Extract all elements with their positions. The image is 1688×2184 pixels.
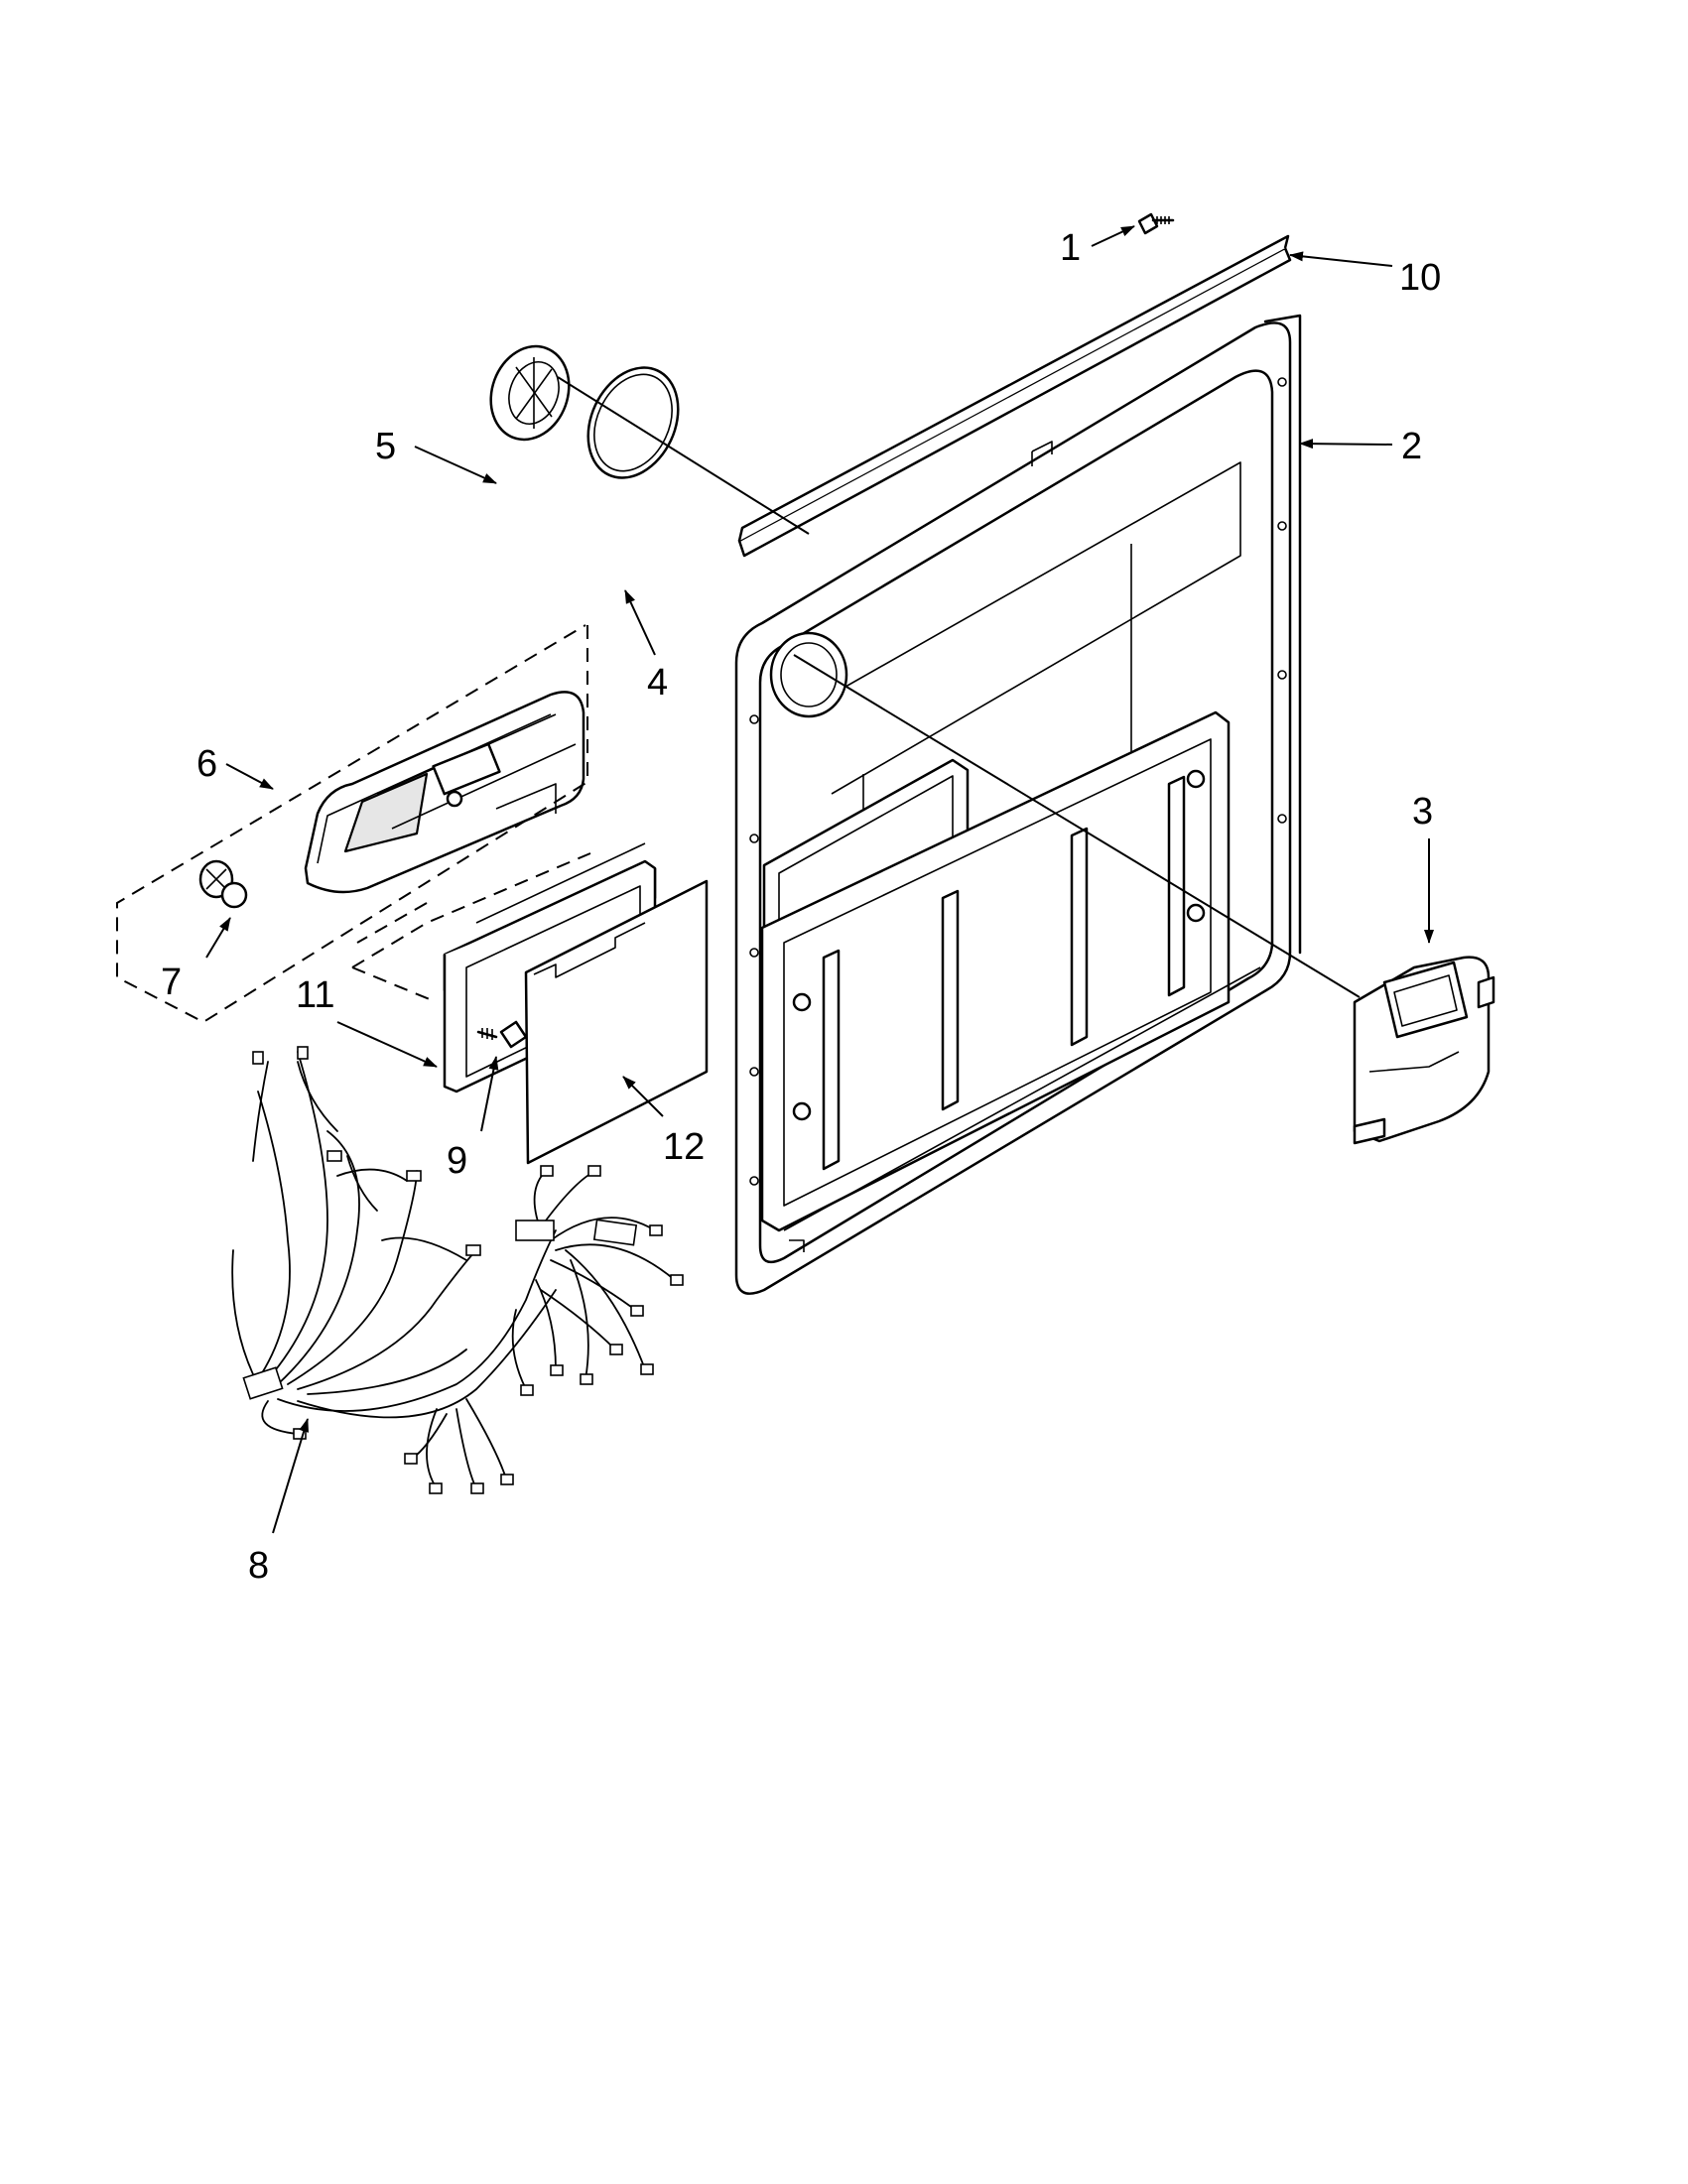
callout-6: 6 [196, 743, 217, 785]
callout-1: 1 [1060, 227, 1081, 269]
callout-3: 3 [1412, 791, 1433, 833]
callout-8: 8 [248, 1545, 269, 1587]
callout-11: 11 [296, 974, 334, 1016]
inner-door-panel [734, 314, 1302, 1295]
callouts: 1 2 3 4 5 6 7 8 9 10 11 12 [161, 227, 1441, 1587]
callout-4: 4 [647, 662, 668, 704]
gasket-ring [586, 366, 680, 479]
callout-10: 10 [1399, 257, 1441, 299]
vent-cap [489, 344, 571, 442]
callout-7: 7 [161, 962, 182, 1003]
harness-connectors [242, 1046, 684, 1494]
board-screw [476, 1020, 528, 1049]
screw [1137, 212, 1175, 235]
callout-12: 12 [663, 1126, 705, 1168]
wiring-harness [231, 1046, 684, 1494]
callout-5: 5 [375, 426, 396, 467]
panel-screw-holes [749, 377, 1287, 1186]
rinse-aid-cap [198, 859, 248, 909]
leader-lines [205, 225, 1434, 1534]
callout-2: 2 [1401, 426, 1422, 467]
board-cover [524, 879, 709, 1165]
callout-9: 9 [447, 1140, 467, 1182]
detergent-dispenser [304, 691, 585, 894]
vent-housing [1353, 956, 1495, 1145]
